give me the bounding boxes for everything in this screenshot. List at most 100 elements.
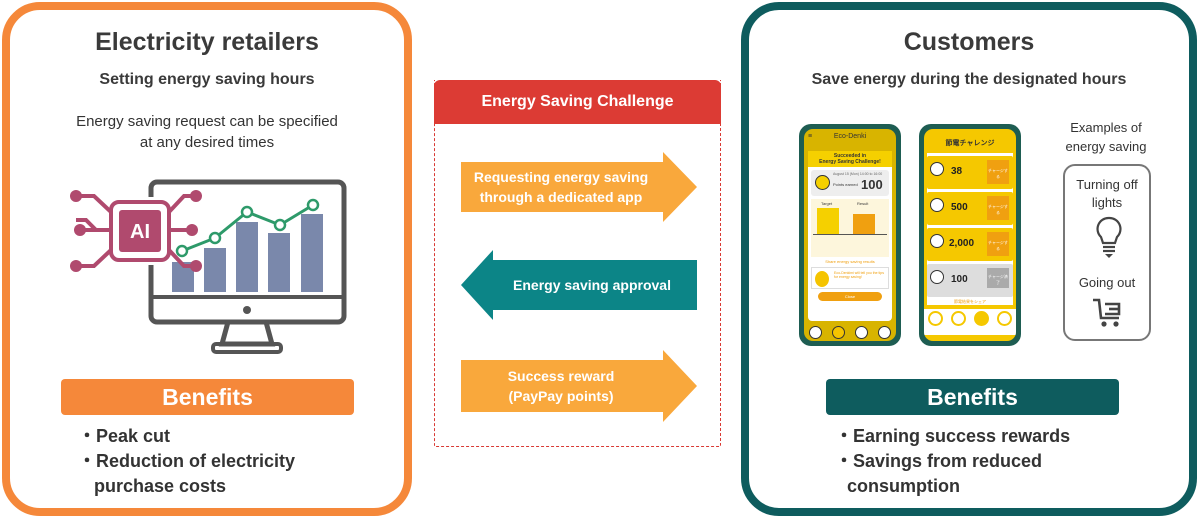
benefit-item: ・Savings from reduced	[835, 451, 1043, 471]
trend-point	[208, 231, 222, 245]
customers-title: Customers	[903, 28, 1035, 56]
charge-button[interactable]: チャージする	[987, 196, 1009, 220]
chart-bar	[236, 222, 258, 292]
plant-badge-icon	[930, 270, 944, 284]
example-label-line: lights	[1091, 195, 1123, 210]
app-title: 節電チャレンジ	[945, 140, 995, 147]
target-bar	[817, 208, 839, 234]
monitor-button	[243, 306, 251, 314]
shopping-cart-icon	[1093, 298, 1121, 327]
tip-text: Eco-Denkimi will tell you the tips for e…	[834, 271, 884, 279]
share-link[interactable]: Share energy saving results	[825, 259, 875, 264]
examples-title-line: energy saving	[1065, 139, 1147, 154]
bottom-nav	[924, 309, 1016, 335]
phone-setsuden-challenge: 節電チャレンジ 38 チャージする 500 チャージする 2,000 チャージす…	[919, 124, 1021, 346]
customers-subtitle: Save energy during the designated hours	[811, 71, 1127, 88]
chart-bar	[172, 262, 194, 292]
ai-chip-icon: AI	[70, 190, 202, 272]
share-link[interactable]: 節電結果をシェア	[954, 299, 986, 304]
app-title: Eco-Denki	[833, 133, 867, 140]
result-label: Result	[857, 201, 869, 206]
example-going-out-label: Going out	[1078, 275, 1136, 290]
reward-item: 500 チャージする	[927, 192, 1013, 225]
customers-benefits-header: Benefits	[826, 379, 1119, 415]
home-icon[interactable]	[928, 311, 943, 326]
mail-icon[interactable]	[997, 311, 1012, 326]
chart-bar	[301, 214, 323, 292]
points-card: August 15 (Mon) 14:00 to 16:00 Points ea…	[811, 170, 889, 196]
retailers-description: Energy saving request can be specified a…	[10, 111, 404, 153]
reward-points: 2,000	[949, 238, 975, 249]
reward-points: 100	[951, 274, 968, 285]
example-label-line: Turning off	[1076, 177, 1138, 192]
energy-saving-challenge-header: Energy Saving Challenge	[434, 80, 721, 124]
tip-card: Eco-Denkimi will tell you the tips for e…	[811, 267, 889, 289]
menu-icon[interactable]: ≡	[808, 133, 813, 140]
gift-icon[interactable]	[974, 311, 989, 326]
arrow-label-line: (PayPay points)	[508, 388, 614, 404]
examples-title: Examples of energy saving	[1058, 118, 1154, 156]
gift-icon[interactable]	[855, 325, 868, 339]
arrow-label-line: Energy saving approval	[513, 277, 671, 293]
benefit-item: purchase costs	[94, 476, 227, 496]
arrow-label-line: Requesting energy saving	[473, 169, 649, 185]
retailers-benefits-list: ・Peak cut ・Reduction of electricity purc…	[78, 424, 295, 499]
benefit-item: ・Earning success rewards	[835, 426, 1071, 446]
reward-item: 2,000 チャージする	[927, 228, 1013, 261]
customers-benefits-list: ・Earning success rewards ・Savings from r…	[835, 424, 1070, 499]
charge-button[interactable]: チャージする	[987, 232, 1009, 256]
target-label: Target	[821, 201, 833, 206]
reward-item: 38 チャージする	[927, 156, 1013, 189]
points-label: Points earned	[833, 182, 858, 187]
approval-arrow: Energy saving approval	[461, 250, 697, 320]
description-line: at any desired times	[139, 134, 275, 151]
banner-line: Succeeded in	[833, 153, 867, 159]
arrow-right-icon	[461, 350, 697, 422]
trend-point	[175, 244, 189, 258]
challenge-icon[interactable]	[951, 311, 966, 326]
chart-bar	[204, 248, 226, 292]
benefit-item: consumption	[847, 476, 960, 496]
mail-icon[interactable]	[878, 325, 891, 339]
electricity-retailers-panel: Electricity retailers Setting energy sav…	[2, 2, 412, 516]
retailers-title: Electricity retailers	[95, 28, 319, 56]
charge-done-button: チャージ済了	[987, 268, 1009, 288]
example-lights-label: Turning off lights	[1065, 176, 1149, 212]
retailers-benefits-header: Benefits	[61, 379, 354, 415]
phone-screen: 節電チャレンジ 38 チャージする 500 チャージする 2,000 チャージす…	[924, 129, 1016, 341]
tree-badge-icon	[930, 198, 944, 212]
trend-point	[273, 218, 287, 232]
reward-arrow: Success reward (PayPay points)	[461, 350, 697, 422]
benefit-item: ・Reduction of electricity	[78, 451, 296, 471]
reward-points: 500	[951, 202, 968, 213]
bulb-badge-icon	[930, 162, 944, 176]
ai-chip-label: AI	[130, 221, 150, 243]
phone-eco-denki: Eco-Denki ≡ Succeeded in Energy Saving C…	[799, 124, 901, 346]
close-button[interactable]: Close	[818, 292, 882, 301]
reward-item: 100 チャージ済了	[927, 264, 1013, 297]
request-arrow: Requesting energy saving through a dedic…	[461, 152, 697, 222]
arrow-right-icon	[461, 152, 697, 222]
phone-screen: Eco-Denki ≡ Succeeded in Energy Saving C…	[804, 129, 896, 341]
description-line: Energy saving request can be specified	[76, 113, 338, 130]
mascot-icon	[815, 271, 829, 287]
success-dialog: Succeeded in Energy Saving Challenge! Au…	[808, 151, 892, 321]
ai-monitor-chart-icon: AI	[70, 179, 347, 354]
challenge-icon[interactable]	[832, 325, 845, 339]
chart-bar	[268, 233, 290, 292]
target-result-chart: Target Result	[811, 199, 889, 257]
bottom-nav	[804, 323, 896, 341]
bulb-badge-icon	[815, 175, 830, 190]
success-banner: Succeeded in Energy Saving Challenge!	[808, 151, 892, 167]
charge-button[interactable]: チャージする	[987, 160, 1009, 184]
home-icon[interactable]	[809, 325, 822, 339]
benefit-item: ・Peak cut	[78, 426, 171, 446]
challenge-date: August 15 (Mon) 14:00 to 16:00	[833, 172, 883, 176]
mountain-badge-icon	[930, 234, 944, 248]
reward-list: 38 チャージする 500 チャージする 2,000 チャージする 100 チャ…	[927, 153, 1013, 305]
banner-line: Energy Saving Challenge!	[819, 159, 881, 165]
points-value: 100	[861, 177, 883, 192]
reward-points: 38	[951, 166, 963, 177]
retailers-subtitle: Setting energy saving hours	[99, 71, 315, 88]
examples-box: Turning off lights Going out	[1063, 164, 1151, 341]
